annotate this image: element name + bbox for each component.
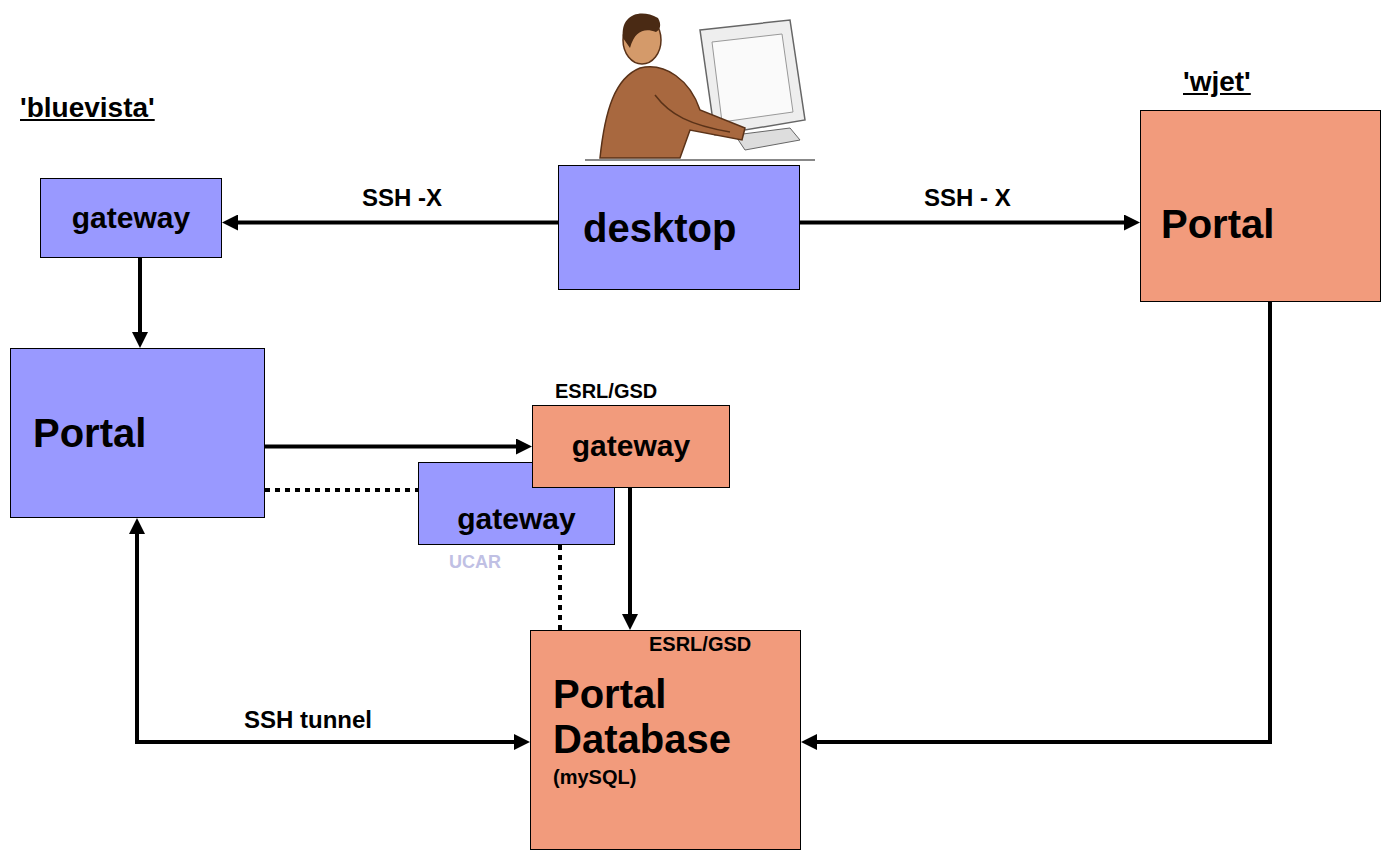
box-label: Portal Database: [553, 672, 794, 762]
connector-arrow: [628, 488, 632, 622]
box-label: gateway: [72, 201, 190, 236]
connector-label: SSH -X: [358, 184, 446, 212]
box-label: Portal: [33, 410, 146, 456]
region-label: 'bluevista': [20, 92, 155, 124]
connector-arrow: [800, 221, 1132, 225]
box-label: gateway: [572, 429, 690, 464]
box-label: gateway: [457, 502, 575, 537]
box-label: Portal: [1161, 201, 1274, 247]
connector-arrow: [230, 221, 558, 225]
connector-label: SSH tunnel: [240, 706, 376, 734]
region-label: 'wjet': [1183, 66, 1251, 98]
connector-arrow: [265, 445, 524, 449]
database-box: ESRL/GSD Portal Database (mySQL): [530, 630, 801, 850]
box-heading: UCAR: [449, 552, 501, 573]
desktop-box: desktop: [558, 165, 800, 290]
connector-label: SSH - X: [920, 184, 1015, 212]
dotted-link: [558, 545, 562, 630]
box-heading: ESRL/GSD: [555, 380, 657, 403]
box-label: (mySQL): [553, 766, 636, 789]
portal-box: Portal: [10, 348, 265, 518]
connector-arrow: [137, 526, 522, 742]
dotted-link: [265, 488, 418, 492]
connector-arrow: [809, 302, 1270, 742]
box-label: desktop: [583, 205, 736, 251]
box-label: ESRL/GSD: [649, 633, 751, 656]
connector-arrow: [138, 258, 142, 340]
portal-box: Portal: [1140, 110, 1381, 302]
gateway-box: gateway: [40, 178, 222, 258]
gateway-box: ESRL/GSDgateway: [532, 405, 730, 488]
